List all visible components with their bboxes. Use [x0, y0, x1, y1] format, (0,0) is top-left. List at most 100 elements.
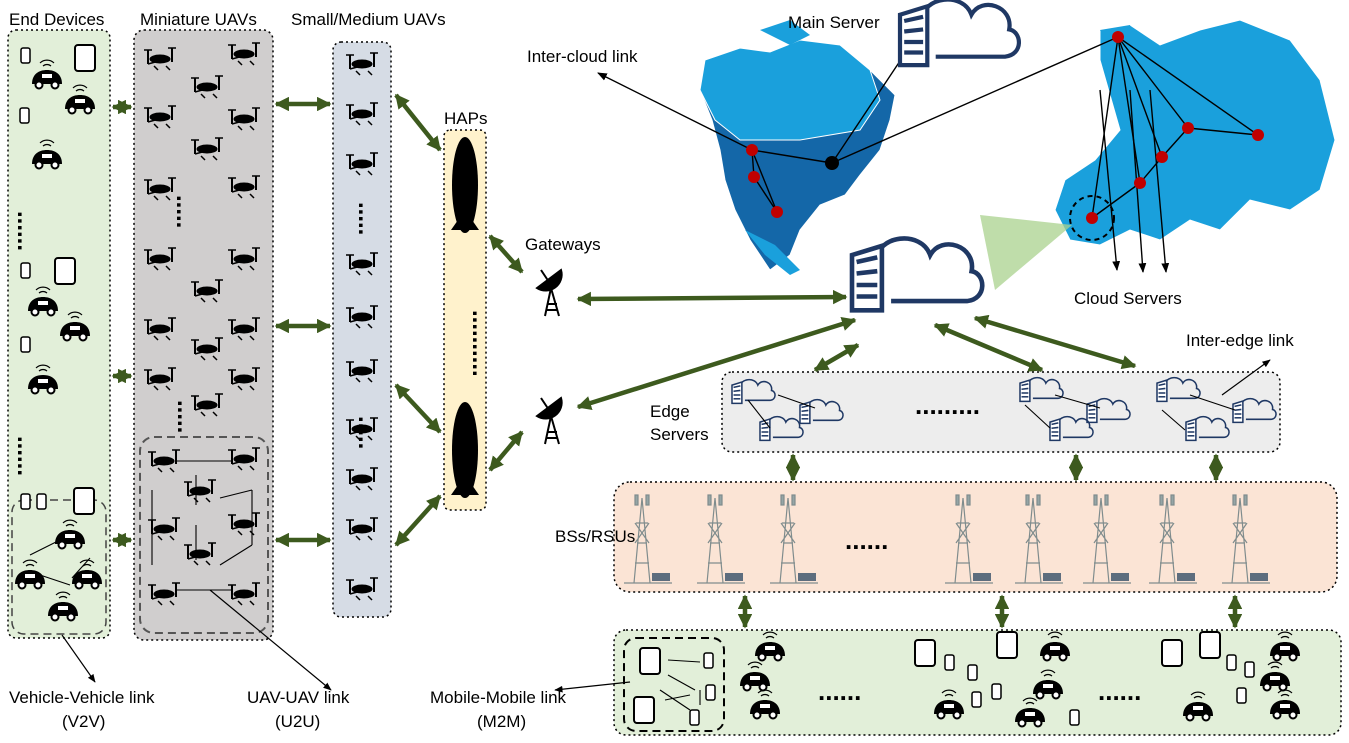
label-m2m-line1: Mobile-Mobile link — [430, 688, 567, 707]
drone-icon — [346, 517, 378, 541]
connected-car-icon — [72, 559, 102, 590]
drone-icon — [346, 152, 378, 176]
drone-icon — [228, 317, 260, 341]
drone-icon — [144, 177, 176, 201]
drone-icon — [228, 367, 260, 391]
connected-car-icon — [32, 59, 62, 90]
satellite-dish-icon — [535, 268, 563, 317]
drone-icon — [191, 75, 223, 99]
cell-tower-icon — [624, 494, 672, 584]
phone-icon — [20, 336, 31, 353]
connected-car-icon — [28, 286, 58, 317]
tablet-icon — [633, 696, 655, 724]
svg-text:.....: ..... — [353, 416, 380, 449]
miniature-uavs-panel — [133, 29, 274, 641]
servers — [731, 0, 1277, 442]
drone-icon — [184, 542, 216, 566]
phone-icon — [705, 684, 716, 701]
connected-car-icon — [48, 591, 78, 622]
svg-text:......: ...... — [12, 211, 39, 251]
connected-car-icon — [1033, 669, 1063, 700]
svg-text:......: ...... — [12, 436, 39, 476]
connected-car-icon — [750, 689, 780, 720]
zoom-highlight-ellipse — [1069, 195, 1115, 241]
small-medium-uavs-panel — [332, 41, 392, 618]
drone-icon — [144, 317, 176, 341]
drone-icon — [144, 247, 176, 271]
phone-icon — [703, 652, 714, 669]
balloon-icon — [451, 137, 479, 233]
hap-balloons — [451, 137, 479, 498]
phone-icon — [20, 47, 31, 64]
tablet-icon — [1161, 639, 1183, 667]
edge-server-icon — [1232, 397, 1277, 424]
label-edge-line2: Servers — [650, 425, 709, 444]
drone-icon — [144, 105, 176, 129]
drone-icon — [346, 417, 378, 441]
phone-icon — [20, 493, 31, 510]
zoom-beam — [980, 215, 1072, 290]
svg-text:.....: ..... — [353, 202, 380, 235]
svg-text:......: ...... — [1098, 676, 1141, 706]
drone-icon — [346, 52, 378, 76]
cell-tower-icon — [1083, 494, 1131, 584]
label-bss-rsus: BSs/RSUs — [555, 527, 635, 546]
drone-icon — [228, 447, 260, 471]
connected-car-icon — [740, 661, 770, 692]
svg-text:.....: ..... — [172, 400, 199, 433]
drone-icon — [346, 102, 378, 126]
drone-icon — [346, 305, 378, 329]
cell-tower-icon — [1222, 494, 1270, 584]
tablet-icon — [996, 631, 1018, 659]
diagram-labels: End Devices Miniature UAVs Small/Medium … — [9, 10, 1294, 731]
label-cloud-servers: Cloud Servers — [1074, 289, 1182, 308]
cluster-links — [29, 394, 1236, 711]
link-arrows — [111, 93, 1243, 629]
edge-server-icon — [1049, 415, 1094, 442]
svg-text:.....: ..... — [171, 195, 198, 228]
connected-car-icon — [28, 364, 58, 395]
phone-icon — [944, 654, 955, 671]
satellite-dish-icon — [535, 396, 563, 445]
svg-text:.........: ......... — [915, 390, 980, 420]
label-end-devices: End Devices — [9, 10, 104, 29]
connected-car-icon — [65, 84, 95, 115]
drone-icon — [346, 359, 378, 383]
connected-car-icon — [32, 139, 62, 170]
connected-car-icon — [934, 689, 964, 720]
svg-text:......: ...... — [845, 525, 888, 555]
regional-server-icon — [849, 236, 985, 313]
label-u2u-line1: UAV-UAV link — [247, 688, 350, 707]
phone-icon — [967, 664, 978, 681]
annotation-arrows — [61, 359, 1271, 693]
cell-tower-icon — [697, 494, 745, 584]
ellipsis-markers: ...... ...... ..... ..... ..... ..... ..… — [12, 195, 1141, 706]
connected-car-icon — [1015, 697, 1045, 728]
end-devices-panel — [7, 29, 111, 639]
drone-icon — [228, 107, 260, 131]
uav-drones — [144, 42, 378, 606]
label-u2u-line2: (U2U) — [275, 712, 320, 731]
label-main-server: Main Server — [788, 13, 880, 32]
label-inter-edge-link: Inter-edge link — [1186, 331, 1294, 350]
edge-server-icon — [799, 398, 844, 425]
balloon-icon — [451, 402, 479, 498]
drone-icon — [346, 577, 378, 601]
phone-icon — [19, 107, 30, 124]
connected-car-icon — [1040, 631, 1070, 662]
gateway-dishes — [535, 268, 563, 445]
phone-icon — [36, 493, 47, 510]
edge-server-icon — [1019, 376, 1064, 403]
drone-icon — [346, 467, 378, 491]
svg-text:..........: .......... — [467, 310, 494, 377]
drone-icon — [148, 449, 180, 473]
connected-car-icon — [15, 559, 45, 590]
connected-car-icon — [755, 631, 785, 662]
phone-icon — [971, 691, 982, 708]
label-small-medium-uavs: Small/Medium UAVs — [291, 10, 446, 29]
drone-icon — [191, 393, 223, 417]
edge-server-icon — [1156, 376, 1201, 403]
drone-icon — [191, 279, 223, 303]
tablet-icon — [914, 639, 936, 667]
label-edge-line1: Edge — [650, 402, 690, 421]
